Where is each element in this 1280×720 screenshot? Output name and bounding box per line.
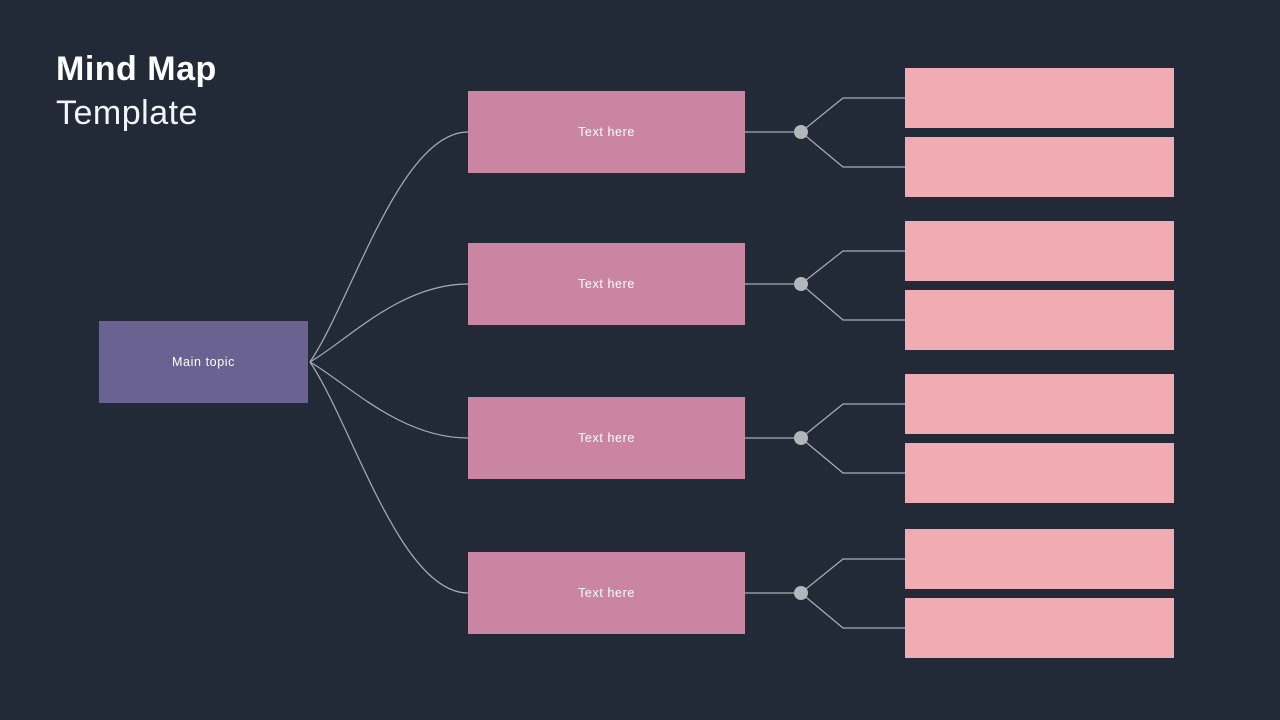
slide-title: Mind Map Template (56, 48, 217, 135)
branch-1-node-dot (794, 125, 808, 139)
branch-2-node-dot (794, 277, 808, 291)
slide-title-line-1: Mind Map (56, 50, 217, 88)
curve-main-to-branch-1 (309, 131, 469, 363)
branch-box-1[interactable]: Text here (468, 91, 745, 173)
curve-main-to-branch-4 (309, 361, 469, 594)
child-box-5[interactable] (905, 374, 1174, 434)
child-box-1[interactable] (905, 68, 1174, 128)
branch-3-lower-fork-line (800, 437, 905, 474)
branch-4-label: Text here (578, 586, 635, 600)
branch-1-upper-fork-line (800, 97, 905, 133)
child-box-4[interactable] (905, 290, 1174, 350)
branch-2-label: Text here (578, 277, 635, 291)
branch-box-4[interactable]: Text here (468, 552, 745, 634)
child-box-8[interactable] (905, 598, 1174, 658)
branch-1-lower-fork-line (800, 131, 905, 168)
child-box-3[interactable] (905, 221, 1174, 281)
branch-4-node-dot (794, 586, 808, 600)
branch-3-upper-fork-line (800, 403, 905, 439)
child-box-6[interactable] (905, 443, 1174, 503)
branch-4-upper-fork-line (800, 558, 905, 594)
curve-main-to-branch-2 (309, 283, 469, 363)
branch-1-label: Text here (578, 125, 635, 139)
branch-3-label: Text here (578, 431, 635, 445)
slide-title-line-2: Template (56, 93, 198, 132)
curve-main-to-branch-3 (309, 361, 469, 439)
child-box-7[interactable] (905, 529, 1174, 589)
child-box-2[interactable] (905, 137, 1174, 197)
branch-2-upper-fork-line (800, 250, 905, 285)
branch-box-3[interactable]: Text here (468, 397, 745, 479)
branch-3-node-dot (794, 431, 808, 445)
main-topic-label: Main topic (172, 355, 235, 369)
branch-4-lower-fork-line (800, 592, 905, 629)
branch-2-lower-fork-line (800, 283, 905, 321)
main-topic-box[interactable]: Main topic (99, 321, 308, 403)
branch-box-2[interactable]: Text here (468, 243, 745, 325)
